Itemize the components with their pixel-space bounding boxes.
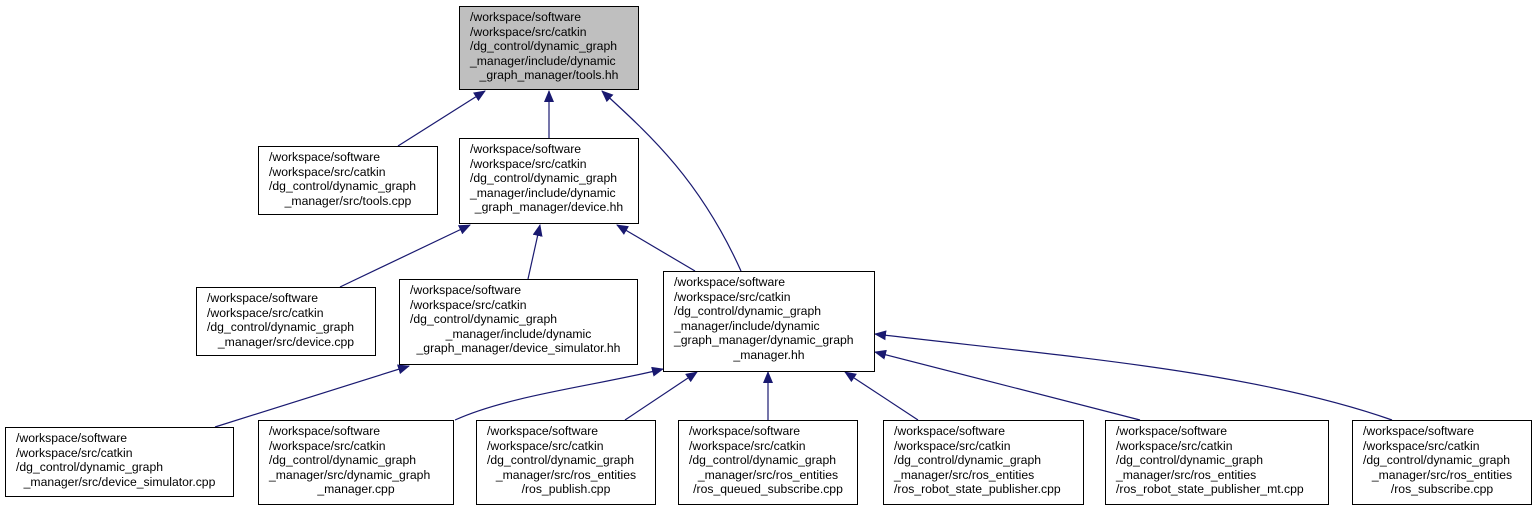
edge-ros-publish-to-dgm-hh xyxy=(624,371,698,421)
node-line: /ros_robot_state_publisher.cpp xyxy=(894,482,1061,497)
node-line: /workspace/software xyxy=(269,424,381,438)
node-line: /dg_control/dynamic_graph xyxy=(487,453,635,468)
node-line: /workspace/software xyxy=(207,291,319,305)
node-line: _manager/src/device.cpp xyxy=(217,334,355,349)
node-line: _manager.hh xyxy=(733,347,805,362)
node-line: _graph_manager/tools.hh xyxy=(479,68,619,83)
node-line: /dg_control/dynamic_graph xyxy=(689,453,837,468)
node-ros-subscribe-cpp[interactable]: /workspace/software /workspace/src/catki… xyxy=(1352,420,1532,505)
edge-device-sim-hh-to-device-hh xyxy=(527,224,543,280)
node-line: /dg_control/dynamic_graph xyxy=(1363,453,1511,468)
node-line: /workspace/src/catkin xyxy=(1116,438,1233,453)
node-ros-publish-cpp[interactable]: /workspace/software /workspace/src/catki… xyxy=(476,420,656,505)
node-line: _manager/src/tools.cpp xyxy=(284,193,412,208)
node-line: /workspace/software xyxy=(674,275,786,289)
node-line: /dg_control/dynamic_graph xyxy=(269,179,417,194)
node-device-simulator-cpp[interactable]: /workspace/software /workspace/src/catki… xyxy=(5,427,234,497)
node-line: /workspace/src/catkin xyxy=(470,156,587,171)
node-line: _graph_manager/device_simulator.hh xyxy=(416,341,621,356)
edge-dgm-cpp-to-dgm-hh xyxy=(454,366,664,421)
node-line: /workspace/src/catkin xyxy=(16,445,133,460)
node-line: /workspace/src/catkin xyxy=(269,438,386,453)
node-tools-hh[interactable]: /workspace/software /workspace/src/catki… xyxy=(459,6,639,90)
node-device-cpp[interactable]: /workspace/software /workspace/src/catki… xyxy=(196,287,376,356)
node-line: /workspace/software xyxy=(269,150,381,164)
node-line: _manager/src/ros_entities xyxy=(894,467,1035,482)
edge-ros-rsp-mt-to-dgm-hh xyxy=(874,349,1141,421)
node-line: /workspace/src/catkin xyxy=(470,24,587,39)
node-line: _manager/src/ros_entities xyxy=(1116,467,1257,482)
node-ros-queued-subscribe-cpp[interactable]: /workspace/software /workspace/src/catki… xyxy=(678,420,858,505)
node-line: _manager/include/dynamic xyxy=(674,318,820,333)
node-line: /workspace/software xyxy=(16,431,128,445)
node-line: _manager/include/dynamic xyxy=(470,53,616,68)
node-dynamic-graph-manager-cpp[interactable]: /workspace/software /workspace/src/catki… xyxy=(258,420,454,505)
node-line: _manager.cpp xyxy=(317,482,395,497)
edge-dgm-hh-to-device-hh xyxy=(616,224,696,272)
node-line: _manager/src/ros_entities xyxy=(495,467,637,482)
node-line: /ros_robot_state_publisher_mt.cpp xyxy=(1116,482,1304,497)
node-line: /workspace/src/catkin xyxy=(689,438,806,453)
edge-device-cpp-to-device-hh xyxy=(339,224,471,288)
edge-ros-subscribe-to-dgm-hh xyxy=(874,330,1393,421)
node-line: _graph_manager/dynamic_graph xyxy=(674,333,854,348)
node-line: /workspace/src/catkin xyxy=(1363,438,1480,453)
node-line: /workspace/software xyxy=(689,424,801,438)
node-line: /ros_queued_subscribe.cpp xyxy=(693,482,843,497)
node-line: _manager/src/dynamic_graph xyxy=(269,467,431,482)
node-line: /dg_control/dynamic_graph xyxy=(269,453,417,468)
node-line: _manager/src/device_simulator.cpp xyxy=(23,474,216,489)
node-line: /workspace/src/catkin xyxy=(207,305,324,320)
node-line: /workspace/src/catkin xyxy=(674,289,791,304)
node-line: _manager/include/dynamic xyxy=(470,185,616,200)
node-line: /workspace/software xyxy=(470,142,582,156)
node-line: /workspace/src/catkin xyxy=(269,164,386,179)
node-line: /dg_control/dynamic_graph xyxy=(1116,453,1264,468)
node-line: /dg_control/dynamic_graph xyxy=(894,453,1042,468)
node-line: /dg_control/dynamic_graph xyxy=(470,39,618,54)
edge-ros-rsp-to-dgm-hh xyxy=(844,371,919,421)
node-ros-robot-state-publisher-cpp[interactable]: /workspace/software /workspace/src/catki… xyxy=(883,420,1084,505)
edge-tools-cpp-to-tools-hh xyxy=(397,90,486,147)
node-line: /workspace/software xyxy=(487,424,599,438)
node-line: /dg_control/dynamic_graph xyxy=(16,460,164,475)
node-device-simulator-hh[interactable]: /workspace/software /workspace/src/catki… xyxy=(399,279,638,365)
node-line: /workspace/software xyxy=(410,283,522,297)
node-line: /workspace/src/catkin xyxy=(410,297,527,312)
node-ros-robot-state-publisher-mt-cpp[interactable]: /workspace/software /workspace/src/catki… xyxy=(1105,420,1329,505)
node-line: _manager/include/dynamic xyxy=(445,326,592,341)
node-line: _graph_manager/device.hh xyxy=(474,200,624,215)
node-line: /workspace/software xyxy=(1363,424,1475,438)
node-dynamic-graph-manager-hh[interactable]: /workspace/software /workspace/src/catki… xyxy=(663,271,875,372)
node-tools-cpp[interactable]: /workspace/software /workspace/src/catki… xyxy=(258,146,438,215)
node-line: /workspace/software xyxy=(470,10,582,24)
node-line: _manager/src/ros_entities xyxy=(697,467,839,482)
node-line: /ros_publish.cpp xyxy=(521,482,611,497)
node-device-hh[interactable]: /workspace/software /workspace/src/catki… xyxy=(459,138,639,224)
node-line: /ros_subscribe.cpp xyxy=(1390,482,1494,497)
node-line: /workspace/src/catkin xyxy=(487,438,604,453)
node-line: /dg_control/dynamic_graph xyxy=(410,312,558,327)
node-line: /dg_control/dynamic_graph xyxy=(674,304,822,319)
edge-device-sim-cpp-to-device-sim-hh xyxy=(214,364,410,428)
edge-dgm-hh-to-tools-hh xyxy=(601,90,742,272)
node-line: /workspace/software xyxy=(1116,424,1228,438)
node-line: /workspace/src/catkin xyxy=(894,438,1011,453)
node-line: /dg_control/dynamic_graph xyxy=(207,320,355,335)
node-line: /workspace/software xyxy=(894,424,1006,438)
node-line: _manager/src/ros_entities xyxy=(1371,467,1513,482)
node-line: /dg_control/dynamic_graph xyxy=(470,171,618,186)
